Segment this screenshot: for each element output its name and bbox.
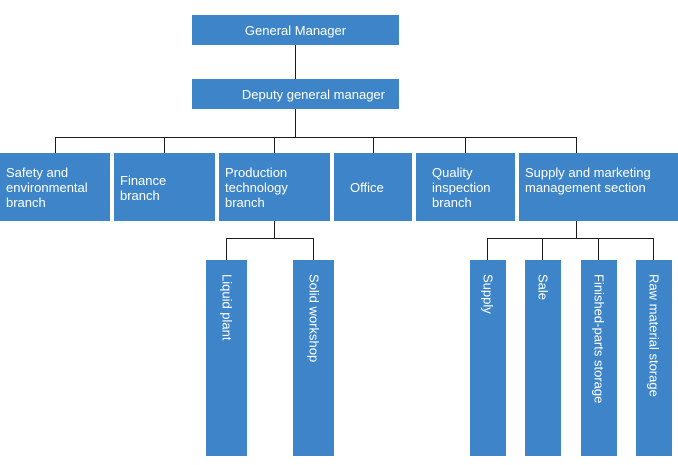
node-solid-workshop-label: Solid workshop	[306, 274, 321, 362]
connector-drop-liquid-plant	[226, 238, 227, 260]
connector-drop-production	[274, 137, 275, 153]
connector-drop-supply	[487, 238, 488, 260]
node-supply-label: Supply	[480, 274, 496, 314]
node-supply-and-marketing-management-section[interactable]: Supply and marketing management section	[519, 153, 678, 221]
connector-drop-safety	[55, 137, 56, 153]
connector-gm-to-deputy	[295, 45, 296, 79]
node-supply-marketing-label: Supply and marketing management section	[525, 165, 651, 195]
node-raw-material-storage[interactable]: Raw material storage	[636, 260, 672, 456]
node-supply[interactable]: Supply	[470, 260, 506, 456]
connector-department-bus	[55, 137, 576, 138]
node-production-technology-branch[interactable]: Production technology branch	[219, 153, 330, 221]
node-raw-material-storage-label: Raw material storage	[646, 274, 662, 397]
node-quality-inspection-branch[interactable]: Quality inspection branch	[416, 153, 515, 221]
connector-supply-marketing-bus	[487, 238, 653, 239]
solid-workshop-tail: workshop	[306, 306, 321, 363]
node-office[interactable]: Office	[334, 153, 412, 221]
node-deputy-general-manager-label: Deputy general manager	[241, 86, 385, 102]
connector-production-bus	[226, 238, 314, 239]
connector-drop-finance	[164, 137, 165, 153]
node-liquid-plant-label: Liquid plant	[219, 274, 234, 341]
node-safety-and-environmental-branch[interactable]: Safety and environmental branch	[0, 153, 110, 221]
connector-drop-supply-marketing	[576, 137, 577, 153]
node-finance-label: Finance branch	[120, 173, 167, 203]
node-general-manager-label: General Manager	[244, 22, 347, 38]
node-sale-label: Sale	[535, 274, 551, 301]
supply-text-wrap: Supply	[470, 260, 506, 456]
node-production-label: Production technology branch	[225, 165, 288, 210]
node-solid-workshop[interactable]: Solid workshop	[293, 260, 334, 456]
solid-workshop-head: Solid	[306, 274, 321, 307]
solid-workshop-text-wrap: Solid workshop	[293, 260, 334, 456]
node-finished-parts-storage[interactable]: Finished-parts storage	[581, 260, 617, 456]
raw-material-storage-text-wrap: Raw material storage	[636, 260, 672, 456]
node-office-label: Office	[350, 179, 384, 195]
node-sale[interactable]: Sale	[525, 260, 561, 456]
connector-drop-solid-workshop	[313, 238, 314, 260]
connector-drop-quality	[465, 137, 466, 153]
connector-production-stem	[274, 221, 275, 238]
connector-supply-marketing-stem	[576, 221, 577, 238]
connector-drop-office	[373, 137, 374, 153]
sale-text-wrap: Sale	[525, 260, 561, 456]
node-safety-label: Safety and environmental branch	[6, 165, 88, 210]
node-quality-label: Quality inspection branch	[432, 165, 491, 210]
node-finance-branch[interactable]: Finance branch	[114, 153, 215, 221]
connector-deputy-stem	[295, 109, 296, 137]
node-finished-parts-storage-label: Finished-parts storage	[591, 274, 607, 404]
connector-drop-sale	[542, 238, 543, 260]
finished-parts-storage-text-wrap: Finished-parts storage	[581, 260, 617, 456]
node-deputy-general-manager[interactable]: Deputy general manager	[192, 79, 399, 109]
liquid-plant-text-wrap: Liquid plant	[206, 260, 247, 456]
node-general-manager[interactable]: General Manager	[192, 15, 399, 45]
connector-drop-raw-material-storage	[653, 238, 654, 260]
node-liquid-plant[interactable]: Liquid plant	[206, 260, 247, 456]
connector-drop-finished-parts-storage	[598, 238, 599, 260]
